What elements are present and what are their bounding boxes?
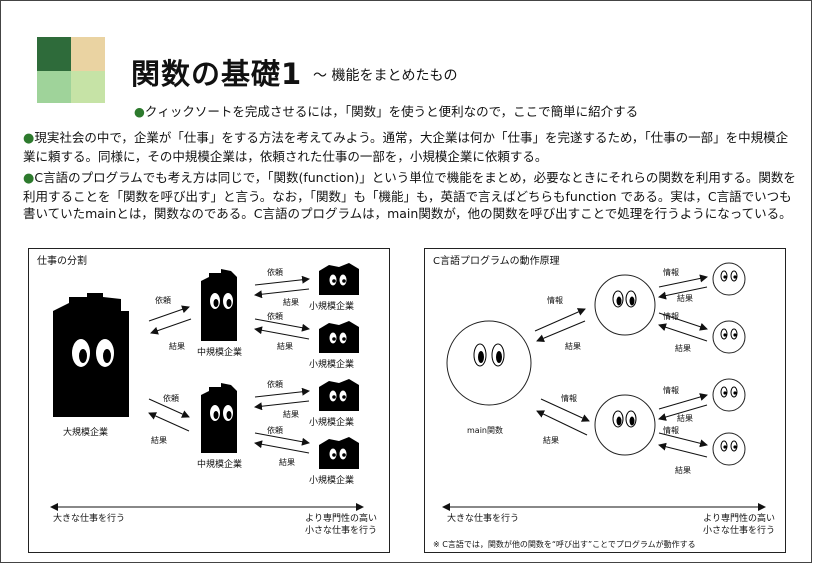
label-request: 依頼	[155, 295, 171, 306]
paragraph-1: ●現実社会の中で，企業が「仕事」をする方法を考えてみよう。通常，大企業は何か「仕…	[23, 129, 798, 165]
function-circle-1	[595, 275, 655, 335]
decor-square-pale-green	[71, 71, 105, 103]
panel-c-program-principle: C言語プログラムの動作原理	[424, 248, 786, 553]
paragraph-text: C言語のプログラムでも考え方は同じで，「関数(function)」という単位で機…	[23, 170, 796, 221]
function-circle-2	[595, 395, 655, 455]
paragraph-text: 現実社会の中で，企業が「仕事」をする方法を考えてみよう。通常，大企業は何か「仕事…	[23, 130, 788, 164]
small-company-icon-4	[319, 437, 359, 469]
label-result: 結果	[675, 343, 691, 354]
decor-square-light-green	[37, 71, 71, 103]
label-main-function: main関数	[467, 425, 503, 436]
label-request: 依頼	[267, 425, 283, 436]
label-result: 結果	[277, 341, 293, 352]
function-circle-5	[713, 379, 745, 411]
axis-left-label: 大きな仕事を行う	[53, 511, 125, 524]
footnote: ※ C言語では，関数が他の関数を“呼び出す”ことでプログラムが動作する	[433, 539, 696, 550]
label-result: 結果	[279, 457, 295, 468]
label-large-company: 大規模企業	[63, 425, 108, 438]
small-company-icon-2	[319, 321, 359, 353]
diagram-companies	[29, 249, 391, 554]
medium-company-icon-2	[201, 383, 237, 453]
label-info: 情報	[561, 393, 577, 404]
axis-left-label: 大きな仕事を行う	[447, 511, 519, 524]
label-small-company-1: 小規模企業	[309, 299, 354, 312]
small-company-icon-1	[319, 263, 359, 295]
label-result: 結果	[169, 341, 185, 352]
label-medium-company-1: 中規模企業	[197, 345, 242, 358]
label-info: 情報	[663, 385, 679, 396]
bullet-icon: ●	[23, 171, 34, 186]
label-info: 情報	[663, 425, 679, 436]
label-request: 依頼	[163, 393, 179, 404]
label-info: 情報	[663, 311, 679, 322]
axis-right-label-2: 小さな仕事を行う	[305, 523, 377, 536]
label-result: 結果	[283, 297, 299, 308]
panel-work-division: 仕事の分割	[28, 248, 390, 553]
function-circle-6	[713, 433, 745, 465]
decor-square-tan	[71, 37, 105, 71]
label-medium-company-2: 中規模企業	[197, 457, 242, 470]
label-request: 依頼	[267, 379, 283, 390]
main-function-circle	[447, 321, 531, 405]
label-result: 結果	[565, 341, 581, 352]
label-result: 結果	[675, 465, 691, 476]
label-small-company-2: 小規模企業	[309, 357, 354, 370]
label-result: 結果	[677, 293, 693, 304]
label-small-company-3: 小規模企業	[309, 415, 354, 428]
label-result: 結果	[151, 435, 167, 446]
function-circle-3	[713, 263, 745, 295]
label-request: 依頼	[267, 267, 283, 278]
bullet-icon: ●	[134, 104, 145, 119]
function-circle-4	[713, 321, 745, 353]
large-company-icon	[53, 293, 129, 417]
small-company-icon-3	[319, 379, 359, 411]
medium-company-icon-1	[201, 269, 237, 341]
label-info: 情報	[663, 267, 679, 278]
label-result: 結果	[283, 409, 299, 420]
diagram-functions	[425, 249, 787, 554]
label-result: 結果	[543, 435, 559, 446]
decor-square-dark-green	[37, 37, 71, 71]
bullet-icon: ●	[23, 131, 34, 146]
label-result: 結果	[677, 413, 693, 424]
page-subtitle: ～ 機能をまとめたもの	[313, 65, 457, 85]
lead-text: ●クィックソートを完成させるには，「関数」を使うと便利なので，ここで簡単に紹介す…	[134, 104, 638, 119]
label-info: 情報	[547, 295, 563, 306]
label-request: 依頼	[267, 311, 283, 322]
paragraph-2: ●C言語のプログラムでも考え方は同じで，「関数(function)」という単位で…	[23, 169, 798, 223]
lead-sentence: ●クィックソートを完成させるには，「関数」を使うと便利なので，ここで簡単に紹介す…	[134, 101, 638, 120]
axis-right-label-2: 小さな仕事を行う	[703, 523, 775, 536]
page-title: 関数の基礎1	[131, 51, 302, 93]
label-small-company-4: 小規模企業	[309, 473, 354, 486]
